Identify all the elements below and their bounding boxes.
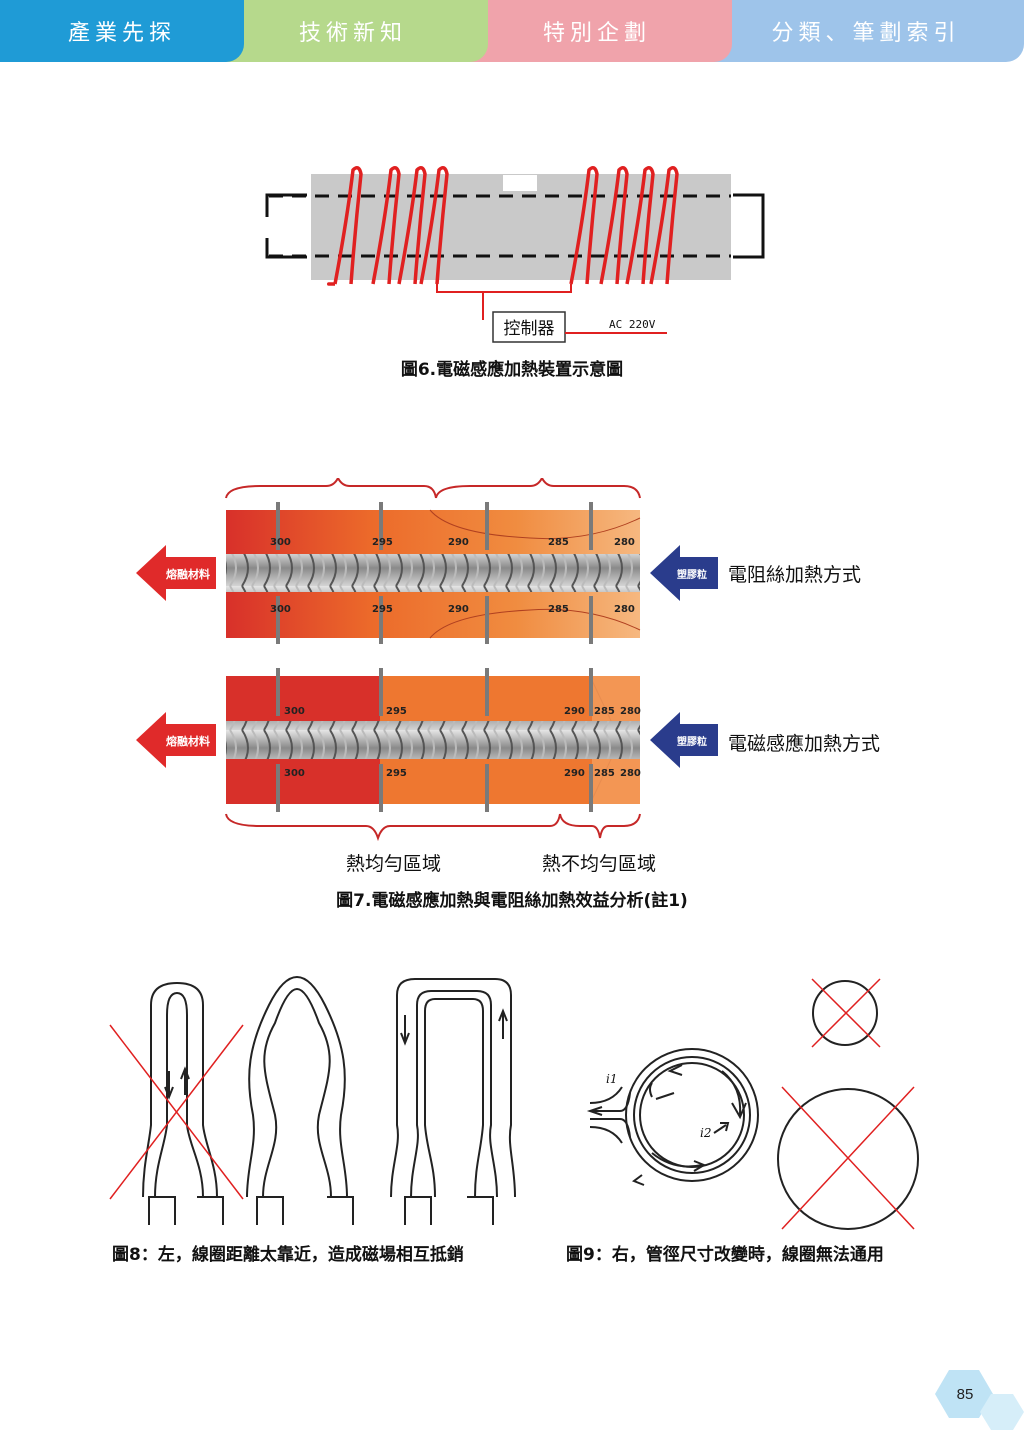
input-arrow-label: 塑膠粒 [677,735,707,748]
tab-tech[interactable]: 技術新知 [218,0,488,62]
coil-hairpin [142,981,224,1225]
temp-label: 300 [270,604,291,615]
temp-label: 285 [594,768,615,779]
temp-label: 280 [614,604,635,615]
tube-right-end [733,193,765,259]
brace-uniform [225,813,561,842]
cross-line-2 [109,1024,244,1200]
induction-temps: 300 295 290 285 280 300 295 290 285 280 [284,706,641,779]
temp-label: 295 [372,604,393,615]
tab-label: 產業先探 [67,21,176,46]
method-resistance: 電阻絲加熱方式 [728,564,862,586]
coil-bulged [246,975,354,1225]
tab-special[interactable]: 特別企劃 [462,0,732,62]
page-number-hex [935,1370,993,1418]
nonuniform-zone-label: 熱不均勻區域 [542,853,657,875]
induction-barrel [226,675,640,805]
coil-right [569,166,679,285]
output-arrow-top: 熔融材料 [136,545,216,601]
input-arrow-top: 塑膠粒 [650,545,718,601]
brace-top-left [225,478,437,499]
temp-label: 290 [564,768,585,779]
temp-label: 290 [564,706,585,717]
tab-label: 特別企劃 [542,21,651,46]
page-number: 85 [956,1385,974,1403]
temp-label: 280 [620,706,641,717]
temp-label: 295 [372,537,393,548]
output-arrow-label: 熔融材料 [166,734,210,748]
induction-sensors [276,668,593,812]
temp-label: 295 [386,706,407,717]
temp-label: 300 [284,768,305,779]
page-decor-hex [980,1394,1024,1430]
large-pipe-crossed [777,1086,919,1230]
figure9-caption: 圖9：右，管徑尺寸改變時，線圈無法通用 [566,1245,884,1265]
header-tabs: 分類、筆劃索引 特別企劃 技術新知 產業先探 [0,0,1024,62]
current-label-i1: i1 [606,1072,617,1086]
method-induction: 電磁感應加熱方式 [728,733,881,755]
current-label-i2: i2 [700,1126,711,1140]
temp-label: 285 [594,706,615,717]
resistance-barrel [226,509,641,639]
power-label: AC 220V [609,318,656,331]
figure7-caption: 圖7.電磁感應加熱與電阻絲加熱效益分析(註1) [336,891,688,911]
tab-label: 技術新知 [298,21,407,46]
controller-box [492,311,566,343]
uniform-zone-label: 熱均勻區域 [346,853,442,875]
temp-label: 290 [448,604,469,615]
brace-top-right [435,478,641,499]
tab-industry[interactable]: 分類、筆劃索引 [708,0,1024,62]
input-arrow-bottom: 塑膠粒 [650,712,718,768]
resistance-sensors [276,502,593,644]
coil-rectangular [390,978,516,1225]
temp-label: 300 [270,537,291,548]
temp-label: 295 [386,768,407,779]
input-arrow-label: 塑膠粒 [677,568,707,581]
figure8-diagram [109,975,516,1225]
brace-nonuniform [559,813,641,839]
ring-coil [586,1048,759,1186]
temp-label: 285 [548,537,569,548]
figure6-diagram: 控制器 AC 220V [265,166,765,343]
temp-label: 285 [548,604,569,615]
resistance-temps: 300 295 290 285 280 300 295 290 285 280 [270,537,635,615]
temp-label: 300 [284,706,305,717]
small-pipe-crossed [811,978,881,1048]
figure6-caption: 圖6.電磁感應加熱裝置示意圖 [400,360,624,380]
tube-left-end [265,193,307,259]
controller-wire [436,284,484,320]
output-arrow-bottom: 熔融材料 [136,712,216,768]
figure7-diagram: 300 295 290 285 280 300 295 290 285 280 … [136,478,718,842]
tab-label: 分類、筆劃索引 [771,21,961,46]
figure9-diagram: i1 i2 [586,978,919,1230]
controller-label: 控制器 [504,319,555,339]
output-arrow-label: 熔融材料 [166,567,210,581]
coil-left [327,166,449,286]
temp-label: 290 [448,537,469,548]
controller-wire-right [483,284,572,293]
temp-label: 280 [620,768,641,779]
figure8-caption: 圖8：左，線圈距離太靠近，造成磁場相互抵銷 [112,1245,464,1265]
temp-label: 280 [614,537,635,548]
tab-index[interactable]: 產業先探 [0,0,244,62]
tube-window [503,175,537,191]
